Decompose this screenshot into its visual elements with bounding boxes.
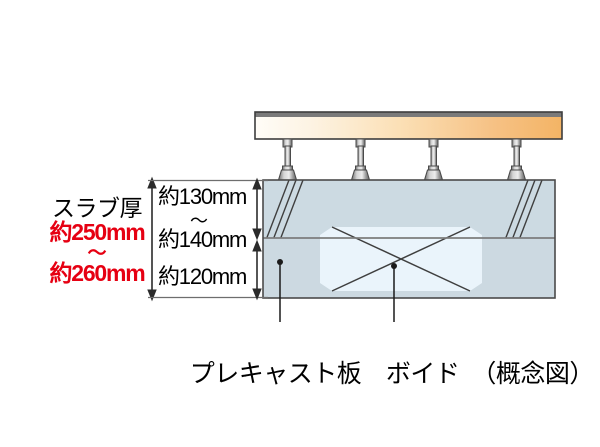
figure-caption: プレキャスト板 ボイド （概念図） — [164, 325, 595, 419]
caption-note: （概念図） — [483, 360, 595, 388]
support-leg — [350, 138, 371, 181]
hatch-left — [266, 180, 304, 238]
caption-gap-2 — [459, 360, 484, 388]
slab-thickness-value-min: 約250mm — [49, 218, 145, 245]
support-leg — [277, 138, 298, 181]
hatch-right — [505, 180, 543, 238]
leader-void — [391, 263, 397, 322]
caption-void: ボイド — [385, 360, 460, 388]
slab-thickness-value-max: 約260mm — [49, 260, 145, 287]
dimension-label-lower: 約120mm — [158, 264, 247, 289]
dimension-lines — [147, 176, 268, 302]
concrete-slab — [262, 179, 556, 299]
caption-gap-1 — [361, 360, 386, 388]
dimension-label-upper-max: 約140mm — [158, 227, 247, 252]
leader-precast — [277, 259, 283, 322]
slab-thickness-title: スラブ厚 — [52, 195, 143, 221]
support-leg — [506, 138, 527, 181]
floor-support-legs — [277, 138, 527, 181]
raised-floor-panel — [254, 111, 563, 140]
void-core — [320, 226, 482, 292]
caption-precast: プレキャスト板 — [189, 360, 362, 388]
slab-thickness-range-mark: 〜 — [87, 242, 107, 264]
dimension-label-upper-min: 約130mm — [158, 184, 247, 209]
slab-thickness-annotation: スラブ厚 約250mm 〜 約260mm — [36, 196, 158, 286]
support-leg — [423, 138, 444, 181]
caption-leaders — [277, 259, 397, 322]
dimension-range-mark: 〜 — [190, 211, 208, 231]
